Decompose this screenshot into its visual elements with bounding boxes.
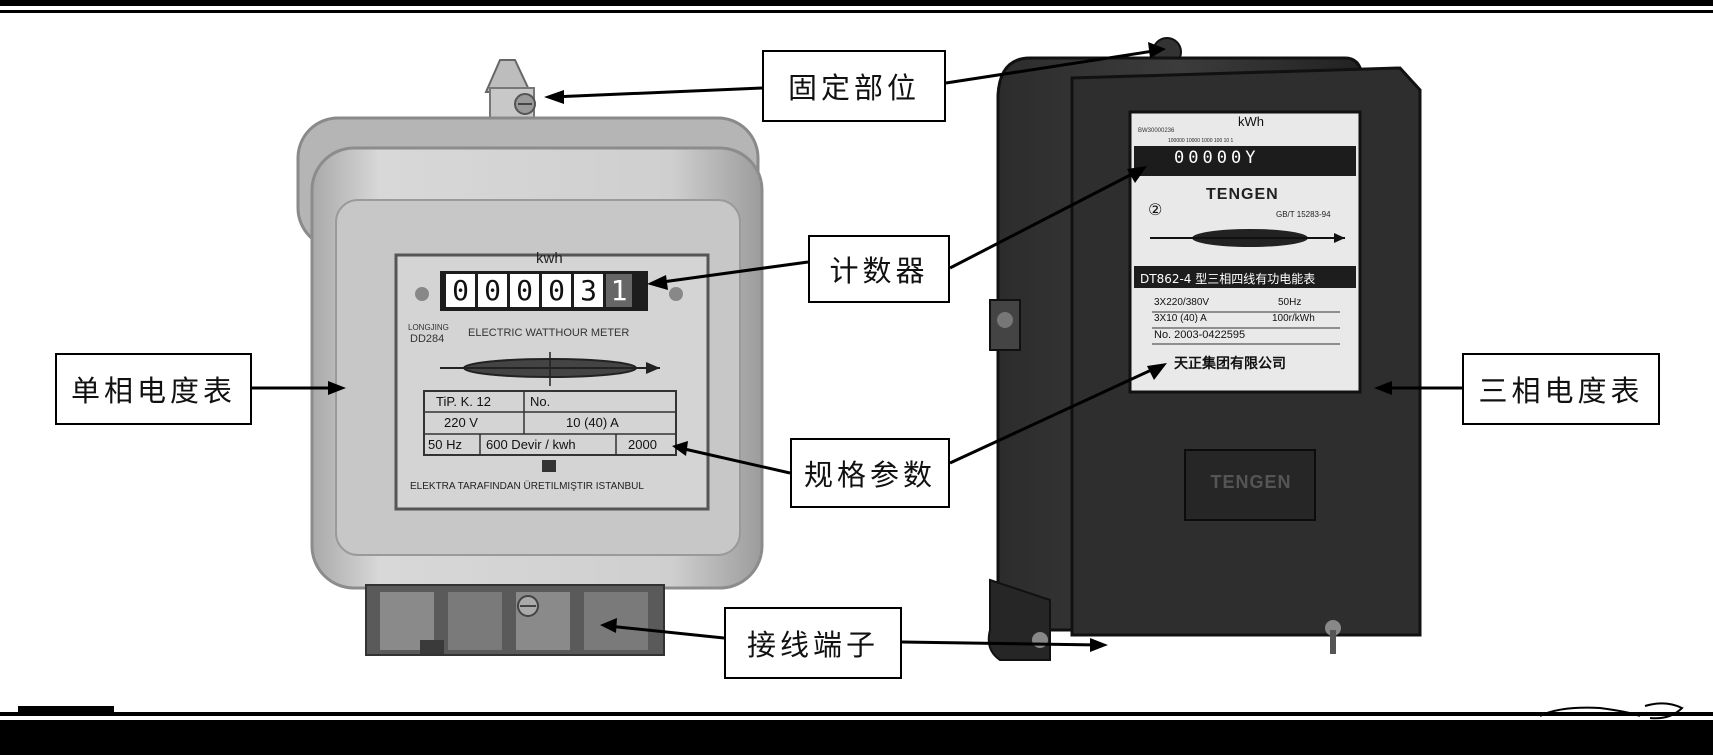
callout-single-phase: 单相电度表 <box>55 353 252 425</box>
spec-frequency: 50 Hz <box>428 437 462 452</box>
callout-terminals: 接线端子 <box>724 607 902 679</box>
digit: 0 <box>542 274 571 307</box>
spec-constant-3ph: 100r/kWh <box>1272 313 1315 324</box>
callout-three-phase: 三相电度表 <box>1462 353 1660 425</box>
digit: 0 <box>1174 148 1185 168</box>
callout-arrows <box>252 42 1462 652</box>
spec-current-3ph: 3X10 (40) A <box>1154 313 1207 324</box>
digit: 0 <box>1216 148 1227 168</box>
single-meter-footer: ELEKTRA TARAFINDAN ÜRETILMIŞTIR ISTANBUL <box>410 481 644 492</box>
callout-counter: 计数器 <box>808 235 950 303</box>
spec-constant: 600 Devir / kwh <box>486 437 576 452</box>
single-meter-title: ELECTRIC WATTHOUR METER <box>468 327 630 339</box>
digit: 0 <box>1202 148 1213 168</box>
single-meter-counter: 0 0 0 0 3 1 <box>446 274 632 307</box>
three-meter-unit: kWh <box>1238 114 1264 129</box>
bottom-left-rule <box>18 706 114 714</box>
three-meter-maker: 天正集团有限公司 <box>1174 356 1286 372</box>
bottom-border <box>0 720 1713 755</box>
spec-current: 10 (40) A <box>566 415 619 430</box>
three-meter-scale: 100000 10000 1000 100 10 1 <box>1168 138 1234 144</box>
three-meter-circle-number: ② <box>1148 200 1163 219</box>
digit: 0 <box>478 274 507 307</box>
spec-frequency-3ph: 50Hz <box>1278 297 1302 308</box>
single-meter-model: DD284 <box>410 333 445 345</box>
single-meter-brand: LONGJING <box>408 323 449 332</box>
spec-voltage-3ph: 3X220/380V <box>1154 297 1210 308</box>
digit: 0 <box>510 274 539 307</box>
three-meter-serial: No. 2003-0422595 <box>1154 329 1246 341</box>
three-meter-code: BW30000236 <box>1138 128 1175 134</box>
single-meter-unit: kwh <box>536 250 563 267</box>
digit: Y <box>1245 148 1256 168</box>
top-border-thin <box>0 10 1713 13</box>
spec-voltage: 220 V <box>444 415 478 430</box>
digit: 0 <box>1231 148 1242 168</box>
three-meter-plate: BW30000236 kWh 100000 10000 1000 100 10 … <box>1130 112 1360 392</box>
corner-doodle <box>1539 702 1684 720</box>
bottom-right-marker <box>1515 738 1655 755</box>
spec-type: TiP. K. 12 <box>436 394 491 409</box>
front-badge-logo: TENGEN <box>1210 472 1292 492</box>
digit: 0 <box>1188 148 1199 168</box>
single-phase-meter <box>296 59 764 656</box>
three-phase-meter <box>987 37 1422 661</box>
single-meter-plate: kwh 0 0 0 0 3 1 LONGJING DD284 ELECTRIC … <box>396 250 708 509</box>
three-meter-counter: 0 0 0 0 0 Y <box>1174 148 1256 168</box>
spec-year: 2000 <box>628 437 657 452</box>
digit: 0 <box>446 274 475 307</box>
top-border <box>0 0 1713 6</box>
tengen-logo: TENGEN <box>1206 186 1279 203</box>
callout-mounting: 固定部位 <box>762 50 946 122</box>
bottom-border-thin <box>0 712 1713 716</box>
spec-number: No. <box>530 394 551 409</box>
three-meter-model: DT862-4 型三相四线有功电能表 <box>1140 272 1316 286</box>
three-meter-standard: GB/T 15283-94 <box>1276 210 1331 219</box>
callout-specs: 规格参数 <box>790 438 950 508</box>
digit: 1 <box>606 274 632 307</box>
digit: 3 <box>574 274 603 307</box>
